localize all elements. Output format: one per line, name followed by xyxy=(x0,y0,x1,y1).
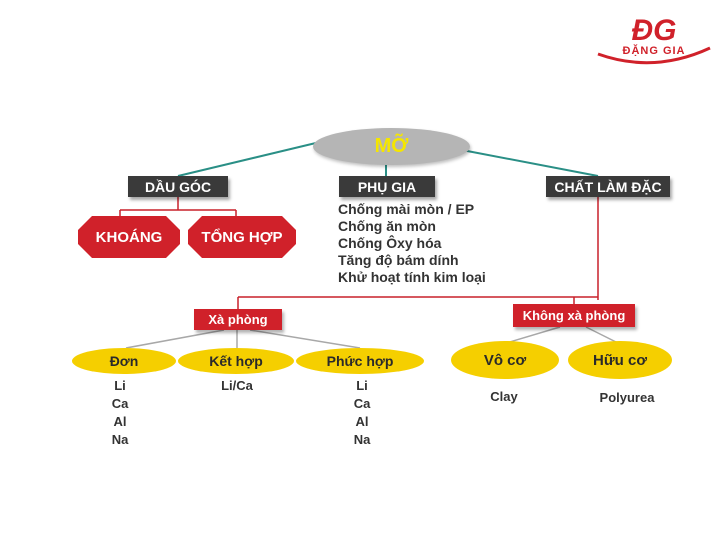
list-item: Li xyxy=(114,378,126,393)
list-item: Polyurea xyxy=(599,390,655,405)
list-item: Li/Ca xyxy=(221,378,253,393)
category-thickener: CHẤT LÀM ĐẶC xyxy=(546,176,670,197)
base-oil-mineral: KHOÁNG xyxy=(78,216,180,258)
additive-item: Tăng độ bám dính xyxy=(338,252,459,268)
logo-name: ĐẶNG GIA xyxy=(623,44,686,57)
company-logo: ĐG ĐẶNG GIA xyxy=(597,14,711,65)
soap-complex-items: Li Ca Al Na xyxy=(342,377,382,449)
non-soap-organic: Hữu cơ xyxy=(568,341,672,379)
additive-item: Chống ăn mòn xyxy=(338,218,436,234)
non-soap-organic-items: Polyurea xyxy=(588,389,666,407)
thickener-soap: Xà phòng xyxy=(194,309,282,330)
root-label: MỠ xyxy=(374,135,409,157)
connector-root-thickener xyxy=(461,149,599,177)
soap-mixed: Kết hợp xyxy=(178,348,294,374)
list-item: Al xyxy=(355,414,369,429)
additive-item: Chống Ôxy hóa xyxy=(338,235,442,251)
soap-complex: Phức hợp xyxy=(296,348,424,374)
root-node: MỠ xyxy=(313,128,470,165)
category-base-oil: DẦU GÓC xyxy=(128,176,228,197)
base-oil-synthetic: TỔNG HỢP xyxy=(188,216,296,258)
connector-soap-simple xyxy=(125,329,225,349)
category-additive: PHỤ GIA xyxy=(339,176,435,197)
additive-item: Chống mài mòn / EP xyxy=(338,201,475,217)
soap-simple-items: Li Ca Al Na xyxy=(100,377,140,449)
non-soap-inorganic-items: Clay xyxy=(476,388,532,406)
thickener-non-soap: Không xà phòng xyxy=(513,304,635,327)
list-item: Ca xyxy=(353,396,371,411)
soap-simple: Đơn xyxy=(72,348,176,374)
list-item: Clay xyxy=(490,389,518,404)
list-item: Na xyxy=(353,432,371,447)
list-item: Li xyxy=(356,378,368,393)
logo-mark: ĐG xyxy=(632,14,677,47)
list-item: Al xyxy=(113,414,127,429)
connector-root-base-oil xyxy=(177,141,321,177)
connector-soap-complex xyxy=(249,329,361,349)
list-item: Ca xyxy=(111,396,129,411)
list-item: Na xyxy=(111,432,129,447)
additive-item: Khử hoạt tính kim loại xyxy=(338,269,486,285)
soap-mixed-items: Li/Ca xyxy=(212,377,262,395)
non-soap-inorganic: Vô cơ xyxy=(451,341,559,379)
